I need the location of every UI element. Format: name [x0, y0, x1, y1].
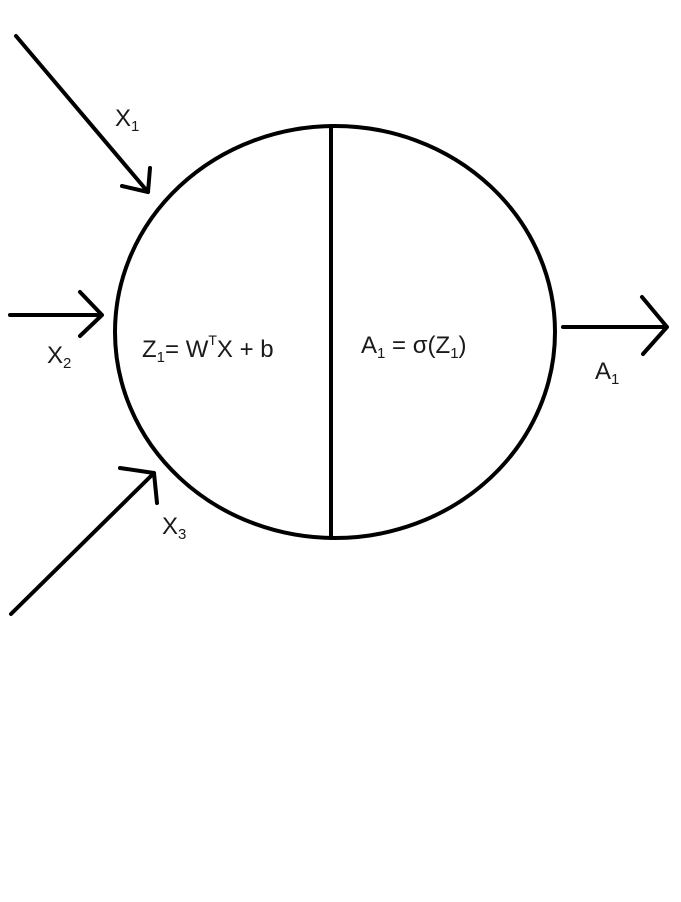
output-label-a1: A1: [595, 358, 619, 388]
neuron-circle: [113, 124, 557, 540]
input-label-x1: X1: [115, 105, 139, 135]
input-label-x2: X2: [47, 342, 71, 372]
output-arrow-a1: [561, 295, 669, 356]
input-arrow-x1: [14, 34, 152, 194]
input-arrow-x2: [8, 290, 104, 338]
activation-equation: A1 = σ(Z1): [361, 332, 467, 362]
input-label-x3: X3: [162, 513, 186, 543]
linear-equation: Z1= WTX + b: [142, 332, 274, 366]
input-arrow-x3: [9, 466, 159, 616]
